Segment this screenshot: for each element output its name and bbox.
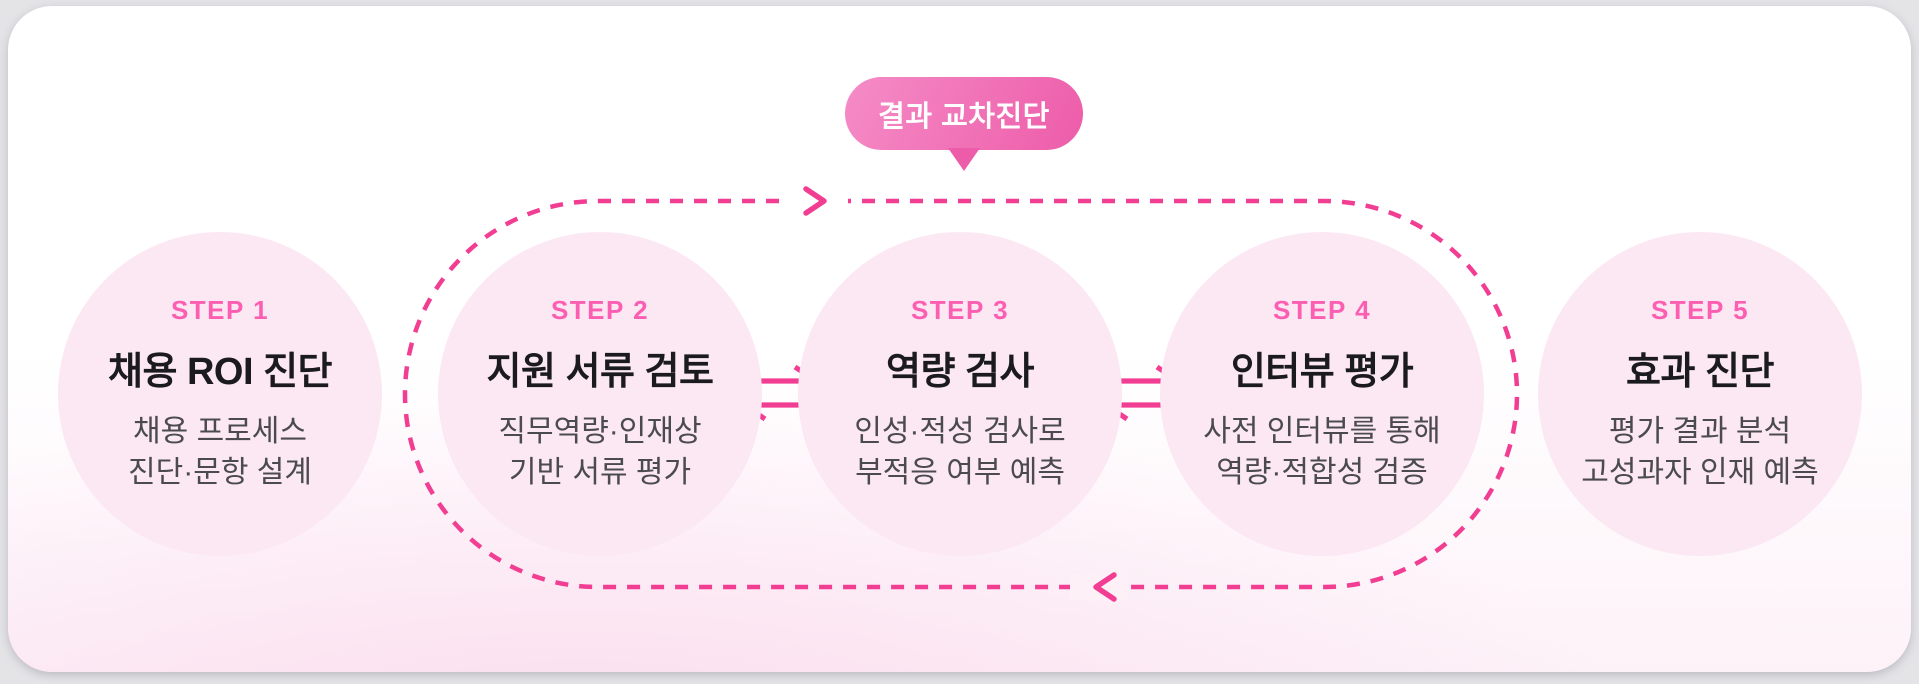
step-label: STEP 4: [1272, 295, 1372, 326]
step-title: 효과 진단: [1626, 351, 1774, 394]
bubble-label: 결과 교차진단: [878, 100, 1050, 133]
step-circle-5: STEP 5 효과 진단 평가 결과 분석 고성과자 인재 예측: [1538, 232, 1862, 556]
step-circle-3: STEP 3 역량 검사 인성·적성 검사로 부적응 여부 예측: [798, 232, 1122, 556]
step-description: 인성·적성 검사로 부적응 여부 예측: [854, 415, 1066, 489]
step-label: STEP 5: [1650, 295, 1750, 326]
step-circle-4: STEP 4 인터뷰 평가 사전 인터뷰를 통해 역량·적합성 검증: [1160, 232, 1484, 556]
cross-diagnosis-bubble: 결과 교차진단: [845, 77, 1083, 150]
step-label: STEP 1: [170, 295, 270, 326]
step-description: 직무역량·인재상 기반 서류 평가: [498, 415, 702, 489]
step-title: 역량 검사: [886, 351, 1034, 394]
step-description: 평가 결과 분석 고성과자 인재 예측: [1581, 415, 1819, 489]
step-description: 사전 인터뷰를 통해 역량·적합성 검증: [1203, 415, 1441, 489]
step-title: 인터뷰 평가: [1230, 351, 1414, 394]
step-description: 채용 프로세스 진단·문항 설계: [128, 415, 312, 489]
step-circle-2: STEP 2 지원 서류 검토 직무역량·인재상 기반 서류 평가: [438, 232, 762, 556]
step-label: STEP 3: [910, 295, 1010, 326]
step-title: 채용 ROI 진단: [107, 351, 333, 394]
step-circle-1: STEP 1 채용 ROI 진단 채용 프로세스 진단·문항 설계: [58, 232, 382, 556]
step-label: STEP 2: [550, 295, 650, 326]
step-title: 지원 서류 검토: [486, 351, 714, 394]
